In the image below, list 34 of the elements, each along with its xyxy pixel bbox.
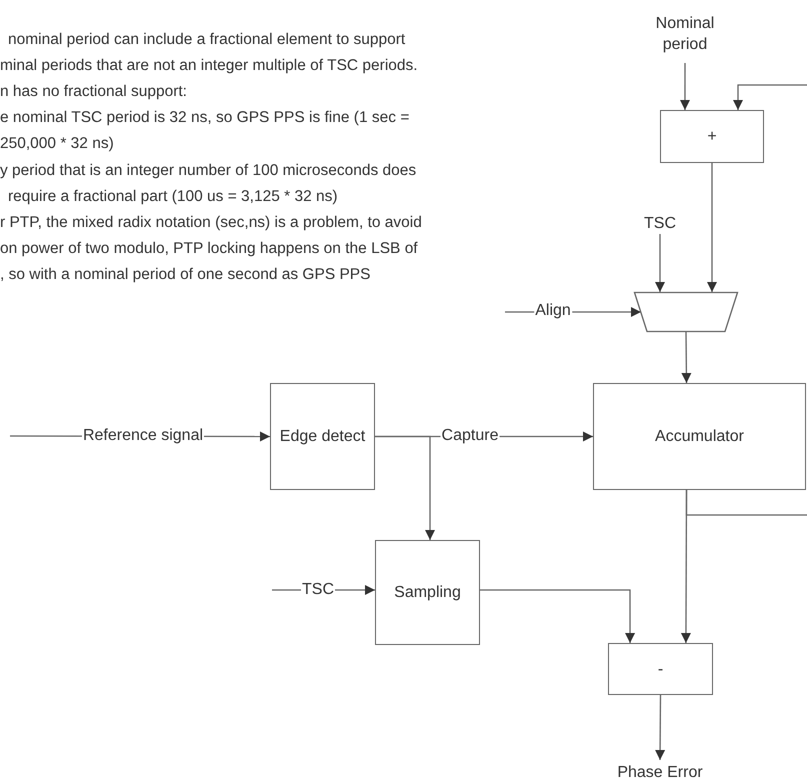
output-label: Phase Error [616, 762, 704, 782]
edge-label: Capture [440, 427, 500, 445]
note-text: nominal period can include a fractional element to support [8, 30, 406, 50]
process-box [270, 383, 375, 490]
note-text: on power of two modulo, PTP locking happens on the LSB of [0, 239, 418, 259]
arrow [733, 84, 807, 110]
arrow [655, 695, 666, 760]
box-label: Accumulator [654, 427, 745, 447]
note-text: e nominal TSC period is 32 ns, so GPS PPS is fine (1 sec = [0, 108, 410, 128]
input-label: Nominal period [654, 14, 716, 55]
box-label: - [656, 660, 664, 680]
note-text: 250,000 * 32 ns) [0, 134, 114, 154]
edge-label: Align [534, 302, 572, 320]
arrow [680, 63, 690, 110]
edge-label: Reference signal [82, 427, 204, 445]
box-label: + [706, 127, 718, 147]
arrow [707, 163, 717, 292]
note-text: require a fractional part (100 us = 3,125 * 32 ns) [8, 187, 338, 207]
process-box [375, 540, 480, 645]
arrow [375, 436, 436, 540]
note-text: minal periods that are not an integer multiple of TSC periods. [0, 56, 418, 76]
arrow [681, 332, 692, 383]
box-label: Sampling [393, 583, 462, 603]
adder-box [660, 110, 764, 163]
note-text: r PTP, the mixed radix notation (sec,ns) is a problem, to avoid [0, 213, 422, 233]
process-box [593, 383, 806, 490]
note-text: y period that is an integer number of 100 microseconds does [0, 161, 416, 181]
arrow [655, 234, 665, 292]
note-text: , so with a nominal period of one second as GPS PPS [0, 265, 370, 285]
subtractor-box [608, 643, 713, 695]
input-label: TSC [644, 214, 676, 234]
arrow [480, 589, 636, 643]
note-text: n has no fractional support: [0, 82, 187, 102]
box-label: Edge detect [278, 427, 366, 447]
